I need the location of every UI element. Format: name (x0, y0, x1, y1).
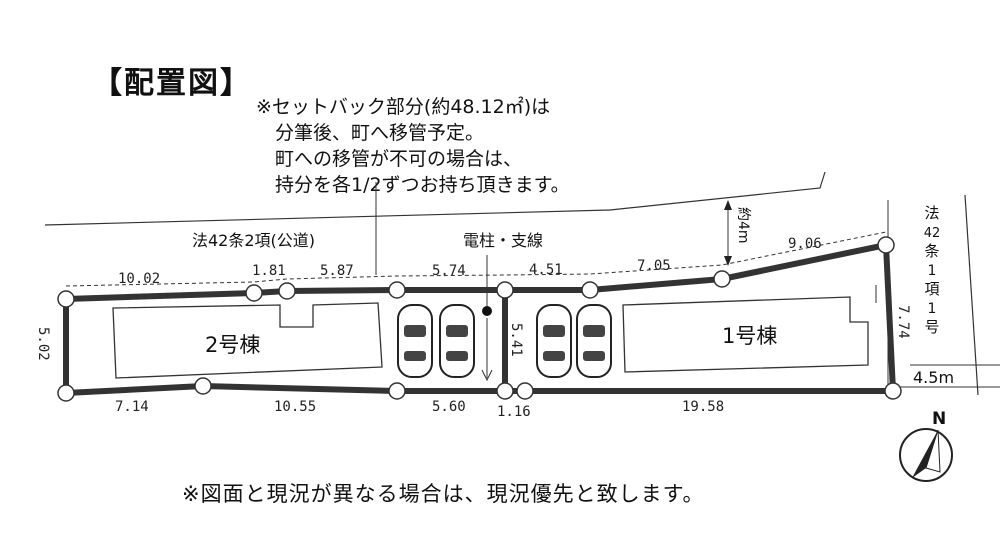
setback-note: ※セットバック部分(約48.12㎡)は 分筆後、町へ移管予定。 町への移管が不可… (256, 96, 570, 196)
dim-top: 5.74 (432, 263, 466, 279)
page-title: 【配置図】 (92, 66, 252, 101)
svg-text:法: 法 (924, 204, 939, 222)
svg-text:条: 条 (924, 242, 939, 260)
building-1-outline (622, 296, 869, 373)
car-icon (576, 304, 612, 378)
dim-bottom: 19.58 (682, 399, 724, 415)
road-edge-line (44, 209, 611, 226)
car-icon (397, 304, 433, 378)
boundary-marker (496, 281, 514, 299)
road-edge-line (964, 194, 979, 396)
dimension-line (65, 231, 887, 287)
building-2-outline (112, 302, 383, 379)
boundary-marker (884, 382, 902, 400)
road-south-label: 法42条2項(公道) (192, 231, 315, 250)
svg-text:号: 号 (924, 318, 939, 336)
dim-left: 5.02 (35, 327, 51, 361)
lot-boundary (63, 242, 896, 396)
dim-bottom: 5.60 (432, 399, 466, 415)
north-arrow-icon: N (899, 409, 953, 482)
boundary-marker (877, 236, 895, 254)
svg-text:42: 42 (924, 226, 941, 241)
boundary-marker (581, 281, 599, 299)
footer-note: ※図面と現況が異なる場合は、現況優先と致します。 (182, 482, 705, 506)
dim-right: 7.74 (895, 305, 911, 339)
dim-top: 9.06 (788, 236, 822, 252)
dim-top: 10.02 (118, 271, 160, 287)
dim-top: 7.05 (637, 258, 671, 274)
svg-text:1: 1 (928, 263, 937, 279)
dim-bottom: 1.16 (497, 404, 531, 420)
boundary-markers (57, 236, 902, 402)
pole-label: 電柱・支線 (463, 231, 543, 250)
boundary-marker (57, 290, 75, 308)
dim-top: 1.81 (252, 263, 286, 279)
dim-bottom: 7.14 (115, 399, 149, 415)
road-width-about: 約4m (735, 207, 751, 244)
utility-pole-icon (482, 306, 492, 316)
car-icon (439, 304, 475, 378)
dim-middle: 5.41 (508, 323, 524, 357)
boundary-marker (713, 270, 731, 288)
building-1-label: 1号棟 (722, 324, 777, 348)
road-edge-line (609, 171, 826, 211)
dim-top: 5.87 (320, 263, 354, 279)
svg-text:項: 項 (924, 280, 939, 298)
building-2-label: 2号棟 (205, 333, 260, 357)
dim-top: 4.51 (529, 262, 563, 278)
north-label: N (932, 409, 946, 429)
boundary-marker (278, 282, 296, 300)
boundary-marker (388, 382, 406, 400)
road-east-label: 法 42 条 1 項 1 号 (924, 204, 941, 336)
boundary-marker (194, 377, 212, 395)
east-road-width: 4.5m (913, 368, 954, 387)
boundary-marker (245, 284, 263, 302)
boundary-marker (516, 382, 534, 400)
car-icon (536, 304, 572, 378)
boundary-marker (496, 382, 514, 400)
boundary-marker (57, 384, 75, 402)
dim-bottom: 10.55 (274, 399, 316, 415)
boundary-marker (388, 281, 406, 299)
svg-text:1: 1 (928, 301, 937, 317)
